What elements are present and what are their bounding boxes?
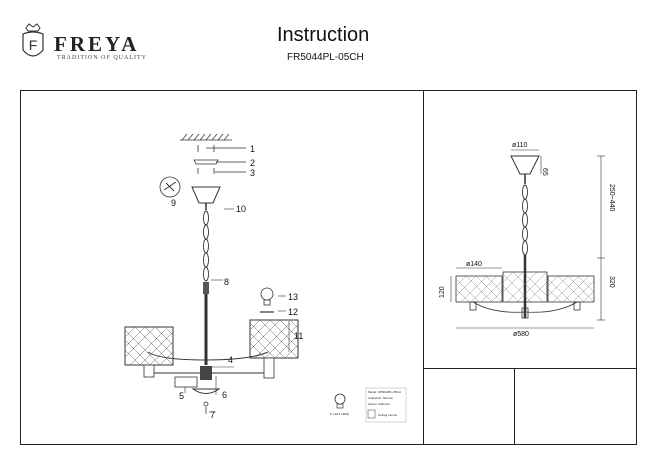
label-line-3: Series: Vilderina xyxy=(368,402,390,406)
title-block-divider xyxy=(514,368,515,445)
callout-12: 12 xyxy=(288,307,298,317)
page-title: Instruction xyxy=(277,24,370,46)
dim-shade-height: 120 xyxy=(439,286,446,298)
dim-canopy-diameter: ø110 xyxy=(512,142,528,149)
logo-letter: F xyxy=(29,37,38,53)
brand-logo: F xyxy=(20,22,46,66)
screwdriver-icon xyxy=(159,176,181,198)
dim-body-height: 320 xyxy=(608,276,615,288)
shades-row xyxy=(455,271,595,303)
dim-suspension-length: 250~440 xyxy=(608,184,615,212)
callout-6: 6 xyxy=(222,390,227,400)
callout-10: 10 xyxy=(236,204,246,214)
mounting-parts xyxy=(193,145,246,174)
callout-8: 8 xyxy=(224,277,229,287)
callout-7: 7 xyxy=(210,410,215,420)
central-hub xyxy=(200,366,212,380)
callout-5: 5 xyxy=(179,391,184,401)
bottom-cap xyxy=(191,388,221,394)
left-shade xyxy=(124,326,174,378)
callout-3: 3 xyxy=(250,168,255,178)
label-line-4: Ceiling Lamps xyxy=(378,413,398,417)
callout-4: 4 xyxy=(228,355,233,365)
callout-11: 11 xyxy=(294,331,303,341)
label-line-1: Model: FR5044PL-05CH xyxy=(368,390,401,394)
bulb-spec: 5 x E14 (40W) xyxy=(330,393,349,416)
dim-total-diameter: ø580 xyxy=(513,331,529,338)
assembly-drawing: 1 2 3 4 5 6 7 8 9 10 11 12 13 5 x E14 (4… xyxy=(124,133,407,423)
brand-tagline: TRADITION OF QUALITY xyxy=(57,55,147,61)
arms xyxy=(147,351,269,374)
callout-9: 9 xyxy=(171,198,176,208)
callout-1: 1 xyxy=(250,144,255,154)
callout-2: 2 xyxy=(250,158,255,168)
canopy xyxy=(191,186,221,204)
arms-side xyxy=(469,301,581,319)
canopy-side xyxy=(510,155,540,175)
chain-side xyxy=(522,184,528,256)
callout-13: 13 xyxy=(288,292,298,302)
ceiling-hatch xyxy=(180,133,232,141)
bulb-icon xyxy=(260,287,274,306)
product-label: Model: FR5044PL-05CH Collection: Nicoron… xyxy=(365,387,407,423)
right-shade xyxy=(249,319,299,379)
dim-shade-diameter: ø140 xyxy=(466,261,482,268)
drawing-frame xyxy=(20,90,637,445)
brand-name: FREYA xyxy=(54,32,140,56)
model-number: FR5044PL-05CH xyxy=(287,52,364,63)
dim-canopy-height: 65 xyxy=(541,168,548,176)
label-line-2: Collection: Nicoron xyxy=(368,396,394,400)
leader-lines xyxy=(184,208,290,413)
bulb-spec-text: 5 x E14 (40W) xyxy=(330,412,349,416)
chain-connector xyxy=(203,282,209,294)
crest-icon: F xyxy=(22,23,44,57)
frame-divider-vertical xyxy=(423,90,424,445)
wire-connector xyxy=(174,376,198,388)
frame-divider-horizontal xyxy=(423,368,637,369)
chain xyxy=(203,210,209,282)
dimension-drawing: ø110 65 ø140 120 ø580 250~440 320 xyxy=(439,142,615,338)
